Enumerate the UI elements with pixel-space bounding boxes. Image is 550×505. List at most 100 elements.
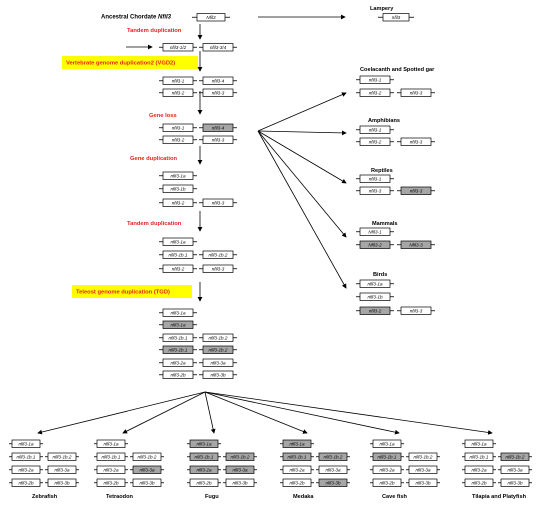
gene-label: nfil3-2: [172, 200, 185, 205]
ancestral-title: Ancestral Chordate Nfil3: [101, 15, 172, 21]
lineage-birds: Birds: [373, 272, 387, 278]
teleost-gene-box: [500, 478, 530, 487]
stage-gene-box: [162, 237, 194, 246]
stage-gene-box: [162, 308, 194, 317]
stage-gene-box: [202, 88, 234, 97]
teleost-gene-box: [189, 478, 219, 487]
gene-label: nfil3-3/4: [210, 45, 227, 50]
lineage-gene-box: [359, 186, 391, 195]
gene-label: nfil3-1/2: [170, 45, 187, 50]
gene-label: nfil3-3: [410, 90, 423, 95]
teleost-gene-box: [189, 439, 219, 448]
teleost-gene-box: [408, 452, 438, 461]
teleost-gene-box: [96, 452, 126, 461]
teleost-gene-box: [282, 452, 312, 461]
teleost-gene-box: [47, 452, 77, 461]
teleost-gene-box: [372, 465, 402, 474]
stage-gene-box: [202, 76, 234, 85]
gene-label: nfil3-3: [212, 90, 225, 95]
arrow-to-mammals: [257, 130, 347, 238]
gene-label: nfil3-3a: [325, 467, 341, 472]
teleost-gene-box: [408, 465, 438, 474]
arrow-to-species-2: [204, 391, 216, 434]
teleost-gene-box: [11, 478, 41, 487]
gene-label: nfil3-1: [172, 78, 185, 83]
teleost-gene-box: [464, 465, 494, 474]
gene-label: nfil3-1a: [289, 441, 305, 446]
teleost-gene-box: [500, 452, 530, 461]
stage-gene-box: [202, 123, 234, 132]
teleost-gene-box: [282, 478, 312, 487]
gene-label: nfil3-1a: [196, 441, 212, 446]
teleost-gene-box: [464, 439, 494, 448]
stage-gene-box: [162, 333, 194, 342]
lineage-amphibians: Amphibians: [368, 118, 400, 124]
gene-label: nfil3-3b: [54, 480, 70, 485]
event-tandem-duplication-1: Tandem duplication: [127, 28, 182, 34]
gene-label: nfil3-1a: [379, 441, 395, 446]
gene-label: nfil3-1b.2: [138, 454, 157, 459]
stage-gene-box: [202, 250, 234, 259]
arrow-to-reptiles: [257, 130, 347, 184]
gene-label: nfil3-1a: [170, 322, 186, 327]
teleost-gene-box: [408, 478, 438, 487]
gene-label: nfil3-3: [410, 308, 423, 313]
stage-gene-box: [202, 358, 234, 367]
lineage-mammals: Mammals: [372, 221, 398, 227]
connector-lines: [9, 14, 532, 484]
lineage-gene-box: [400, 88, 432, 97]
arrow-to-species-1: [122, 391, 206, 434]
gene-label: nfil3-2: [172, 90, 185, 95]
gene-label: Nfil3-1: [368, 229, 382, 234]
arrow-to-amphibians: [257, 130, 347, 136]
event-tgd: Teleost genome duplication (TGD): [76, 290, 170, 296]
gene-label: nfil3-3b: [507, 480, 523, 485]
event-gene-duplication: Gene duplication: [130, 156, 177, 162]
teleost-gene-box: [318, 452, 348, 461]
ancestral-gene-box: [196, 13, 226, 22]
gene-label: nfil3-3b: [210, 372, 226, 377]
stage-gene-box: [162, 123, 194, 132]
stage-gene-box: [162, 264, 194, 273]
gene-label: nfil3-1b.2: [231, 454, 250, 459]
gene-label: nfil3-3a: [507, 467, 523, 472]
stage-gene-box: [162, 198, 194, 207]
gene-label: nfil3-3: [212, 266, 225, 271]
event-vgd2: Vertebrate genome duplication2 (VGD2): [66, 61, 175, 67]
lineage-gene-box: [400, 240, 432, 249]
species-tilapia-platyfish: Tilapia and Platyfish: [472, 494, 527, 500]
gene-label: nfil3-1b.1: [169, 335, 188, 340]
gene-label: nfil3-1: [369, 77, 382, 82]
lineage-gene-box: [359, 125, 391, 134]
gene-label: nfil3-2b: [196, 480, 212, 485]
gene-label: nfil3-2a: [103, 467, 119, 472]
stage-gene-box: [162, 135, 194, 144]
gene-label: nfil3-2a: [289, 467, 305, 472]
gene-label: nfil3-3a: [232, 467, 248, 472]
gene-label: nfil3-3a: [139, 467, 155, 472]
teleost-gene-box: [96, 465, 126, 474]
gene-label: nfil3-2a: [18, 467, 34, 472]
teleost-gene-box: [464, 478, 494, 487]
gene-label: nfil3-1a: [170, 173, 186, 178]
tgd-highlight: [72, 285, 192, 298]
teleost-gene-box: [96, 439, 126, 448]
teleost-gene-box: [318, 465, 348, 474]
teleost-gene-box: [464, 452, 494, 461]
gene-label: nfil3-1a: [18, 441, 34, 446]
teleost-gene-box: [11, 439, 41, 448]
teleost-gene-box: [11, 452, 41, 461]
gene-label: nfil3-1b.2: [324, 454, 343, 459]
lineage-gene-box: [359, 292, 391, 301]
teleost-gene-box: [318, 478, 348, 487]
arrow-to-species-0: [37, 391, 206, 435]
lineage-gene-box: [359, 240, 391, 249]
lineage-gene-box: [359, 137, 391, 146]
gene-label: nfil3-4: [212, 78, 225, 83]
gene-label: nfil3-3: [212, 200, 225, 205]
lineage-gene-box: [359, 279, 391, 288]
gene-label: nfil3-3: [212, 137, 225, 142]
teleost-gene-box: [282, 465, 312, 474]
teleost-gene-box: [189, 452, 219, 461]
